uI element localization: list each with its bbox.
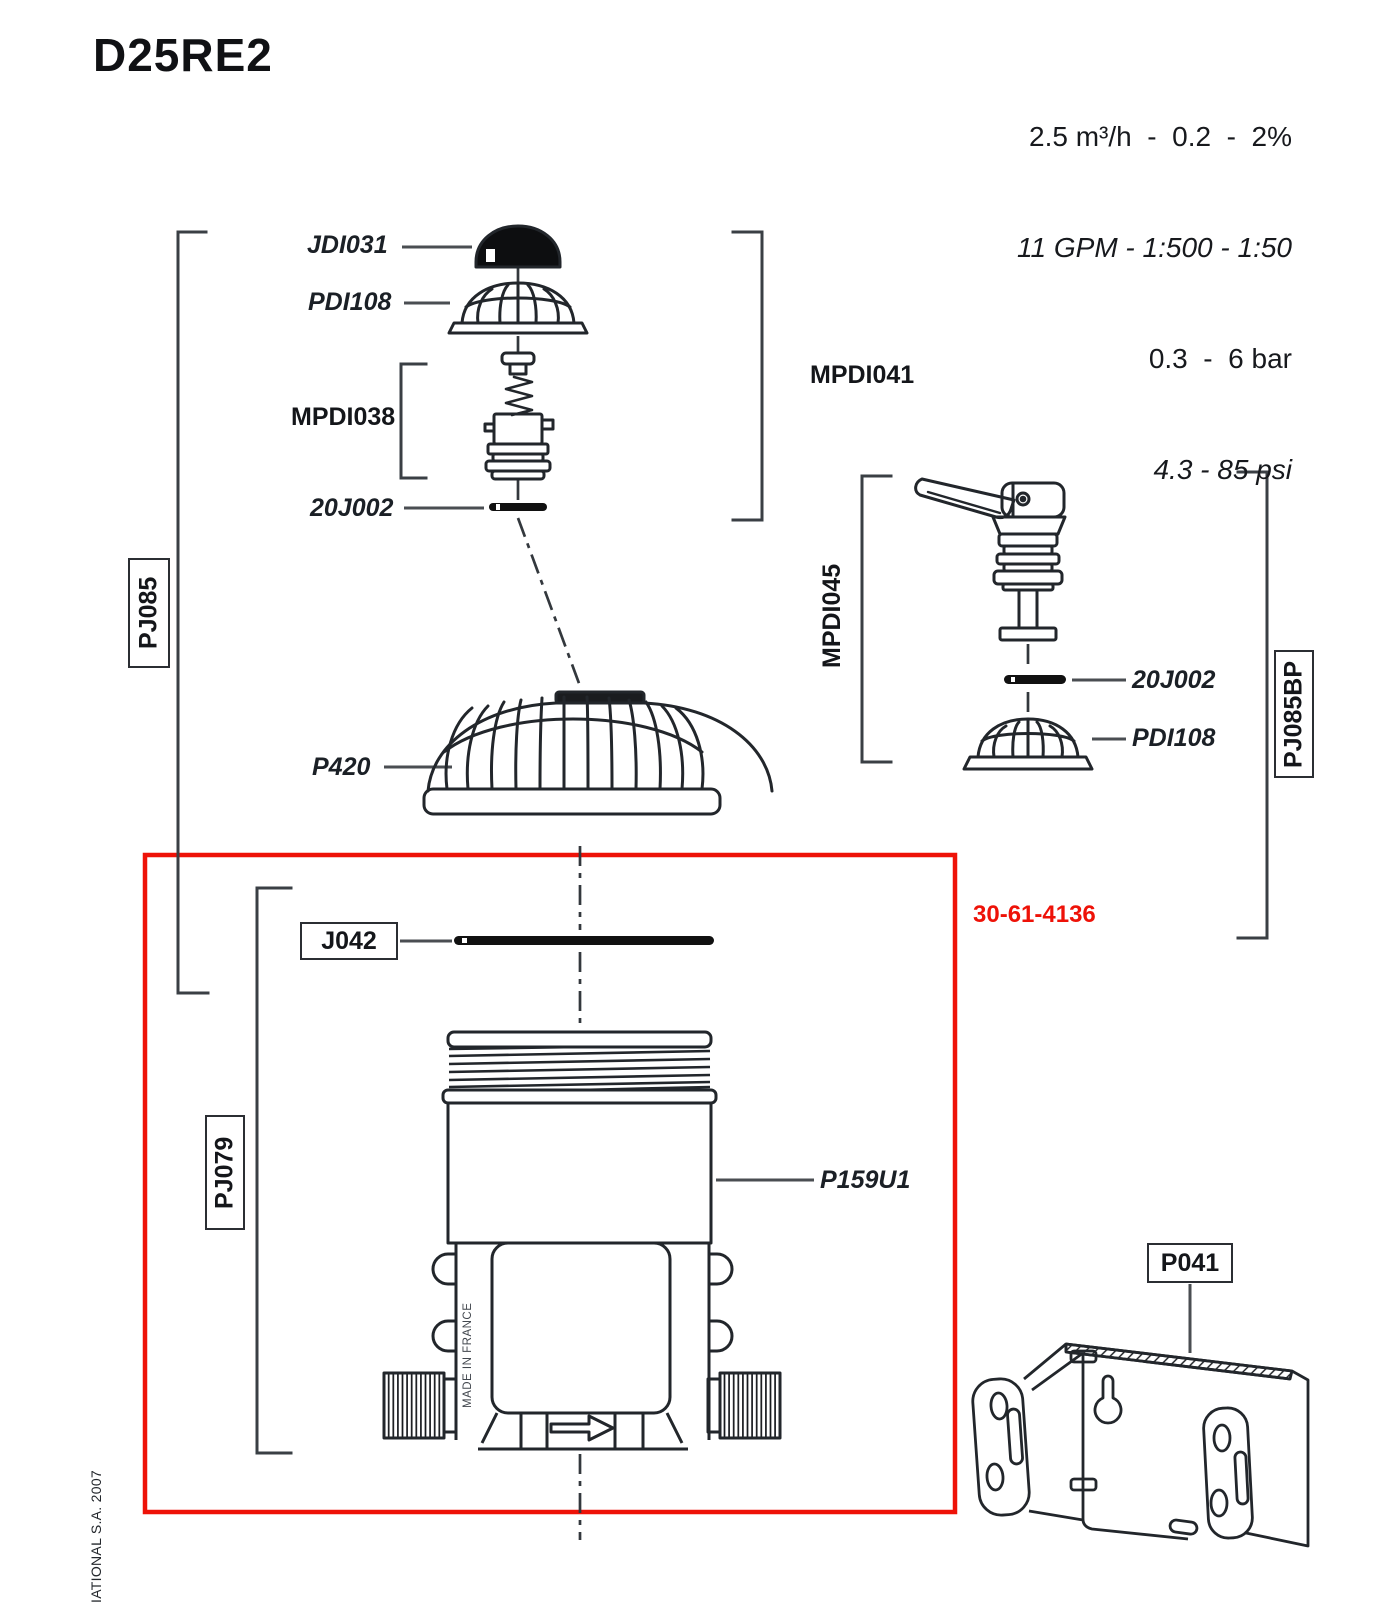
center-lines [516, 268, 1030, 1540]
label-20j002-top: 20J002 [310, 494, 394, 522]
page-title: D25RE2 [93, 29, 273, 81]
label-mpdi045: MPDI045 [818, 563, 846, 668]
flow-direction-arrow-icon [549, 1414, 615, 1442]
label-p159u1: P159U1 [820, 1166, 911, 1194]
label-20j002-right: 20J002 [1132, 666, 1216, 694]
inlet-connector-drawing [382, 1371, 458, 1440]
left-tab-upper [431, 1252, 456, 1286]
mpdi041-bracket [731, 230, 764, 522]
pj079-bracket [255, 886, 293, 1455]
label-pj079: PJ079 [205, 1115, 245, 1230]
spec-pressure-psi: 4.3 - 85 psi [1153, 454, 1292, 485]
thread-lines [448, 1045, 711, 1092]
pj085bp-bracket [1236, 470, 1269, 940]
j042-seal-drawing [454, 936, 714, 945]
left-tab-lower [431, 1319, 456, 1353]
right-tab-upper [709, 1252, 734, 1286]
spec-pressure-bar: 0.3 - 6 bar [1148, 343, 1292, 374]
spec-flow-metric: 2.5 m³/h - 0.2 - 2% [1029, 121, 1292, 152]
label-pj085bp: PJ085BP [1274, 650, 1314, 778]
pdi108-cage-drawing [447, 281, 589, 335]
upper-assembly-drawing [422, 224, 774, 816]
20j002-seal-drawing [489, 503, 547, 511]
mpdi038-bracket [399, 362, 428, 480]
p041-bracket-drawing [971, 1342, 1310, 1548]
specs-block: 2.5 m³/h - 0.2 - 2% 11 GPM - 1:500 - 1:5… [1017, 44, 1292, 562]
jdi031-cap-drawing [474, 224, 562, 269]
20j002-seal-right-drawing [1004, 675, 1066, 684]
pj085-bracket [176, 230, 210, 995]
spec-flow-us: 11 GPM - 1:500 - 1:50 [1017, 232, 1292, 263]
label-p041: P041 [1147, 1243, 1233, 1283]
label-pj085: PJ085 [128, 558, 170, 668]
mpdi045-assembly-drawing [914, 477, 1094, 771]
mpdi045-bracket [860, 474, 893, 764]
label-mpdi041: MPDI041 [810, 361, 915, 389]
p420-cover-drawing [422, 690, 774, 816]
label-pdi108-right: PDI108 [1132, 724, 1216, 752]
mpdi038-valve-drawing [483, 351, 555, 481]
outlet-connector-drawing [706, 1371, 782, 1440]
made-in-france-text: MADE IN FRANCE [462, 1302, 474, 1408]
right-tab-lower [709, 1319, 734, 1353]
copyright-text: IATIONAL S.A. 2007 [88, 1469, 104, 1603]
leader-lines [384, 245, 1192, 1353]
label-p420: P420 [312, 753, 371, 781]
mpdi045-valve-drawing [914, 477, 1067, 642]
label-pdi108-top: PDI108 [308, 288, 392, 316]
label-j042: J042 [300, 922, 398, 960]
pdi108-cage-right-drawing [962, 717, 1094, 771]
label-kit-ref: 30-61-4136 [973, 901, 1096, 928]
label-mpdi038: MPDI038 [291, 403, 396, 431]
group-brackets [176, 230, 1269, 1455]
pump-body-drawing [382, 936, 782, 1451]
keyhole-slot [1093, 1374, 1123, 1425]
flow-arrow-block [478, 1411, 688, 1451]
kit-highlight-box [142, 852, 958, 1515]
label-jdi031: JDI031 [307, 231, 388, 259]
